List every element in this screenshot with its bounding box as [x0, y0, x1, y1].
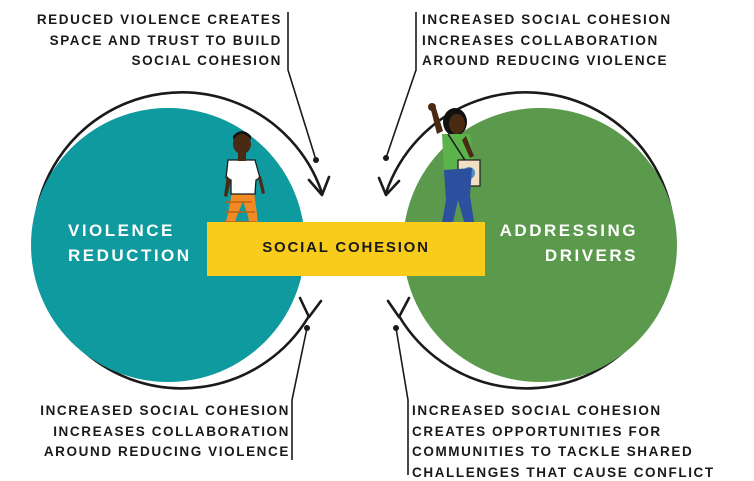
annotation-top-right-line-2: INCREASES COLLABORATION	[422, 32, 659, 48]
leader-dot-bottom-left	[304, 325, 310, 331]
annotation-bottom-right-line-3: COMMUNITIES TO TACKLE SHARED	[412, 444, 694, 459]
leader-dot-top-left	[313, 157, 319, 163]
annotation-top-left: REDUCED VIOLENCE CREATES SPACE AND TRUST…	[20, 10, 282, 72]
leader-line-bottom-left	[291, 327, 308, 460]
annotation-bottom-left-line-3: AROUND REDUCING VIOLENCE	[43, 444, 290, 459]
leader-line-top-left	[287, 12, 317, 161]
annotation-top-left-line-2: SPACE AND TRUST TO BUILD	[49, 32, 282, 48]
leader-dot-bottom-right	[393, 325, 399, 331]
leader-line-top-right	[385, 12, 417, 159]
addressing-drivers-label: ADDRESSING DRIVERS	[478, 218, 638, 268]
annotation-bottom-left-line-1: INCREASED SOCIAL COHESION	[40, 403, 290, 418]
leader-line-bottom-right	[395, 327, 409, 475]
annotation-bottom-right-line-1: INCREASED SOCIAL COHESION	[412, 403, 662, 418]
annotation-top-right-line-3: AROUND REDUCING VIOLENCE	[422, 53, 669, 68]
annotation-bottom-left: INCREASED SOCIAL COHESION INCREASES COLL…	[10, 401, 290, 463]
social-cohesion-bar	[207, 222, 485, 276]
annotation-bottom-right: INCREASED SOCIAL COHESION CREATES OPPORT…	[412, 401, 748, 481]
arrowhead-bottom-left	[298, 296, 323, 319]
annotation-top-left-line-3: SOCIAL COHESION	[131, 53, 282, 68]
arrowhead-top-left	[307, 175, 331, 197]
social-cohesion-label: SOCIAL COHESION	[262, 239, 430, 256]
arrowhead-bottom-right	[386, 296, 411, 319]
violence-reduction-line-1: VIOLENCE	[68, 221, 175, 240]
leader-dot-top-right	[383, 155, 389, 161]
annotation-top-left-line-1: REDUCED VIOLENCE CREATES	[36, 12, 282, 27]
annotation-top-right-line-1: INCREASED SOCIAL COHESION	[422, 12, 672, 27]
annotation-bottom-left-line-2: INCREASES COLLABORATION	[53, 423, 290, 439]
annotation-top-right: INCREASED SOCIAL COHESION INCREASES COLL…	[422, 10, 722, 72]
arrowhead-top-right	[377, 176, 401, 197]
addressing-drivers-line-1: ADDRESSING	[499, 221, 638, 240]
violence-reduction-label: VIOLENCE REDUCTION	[68, 218, 192, 268]
annotation-bottom-right-line-2: CREATES OPPORTUNITIES FOR	[412, 423, 662, 439]
addressing-drivers-line-2: DRIVERS	[544, 246, 638, 265]
violence-reduction-line-2: REDUCTION	[68, 246, 192, 265]
annotation-bottom-right-line-4: CHALLENGES THAT CAUSE CONFLICT	[412, 464, 715, 480]
